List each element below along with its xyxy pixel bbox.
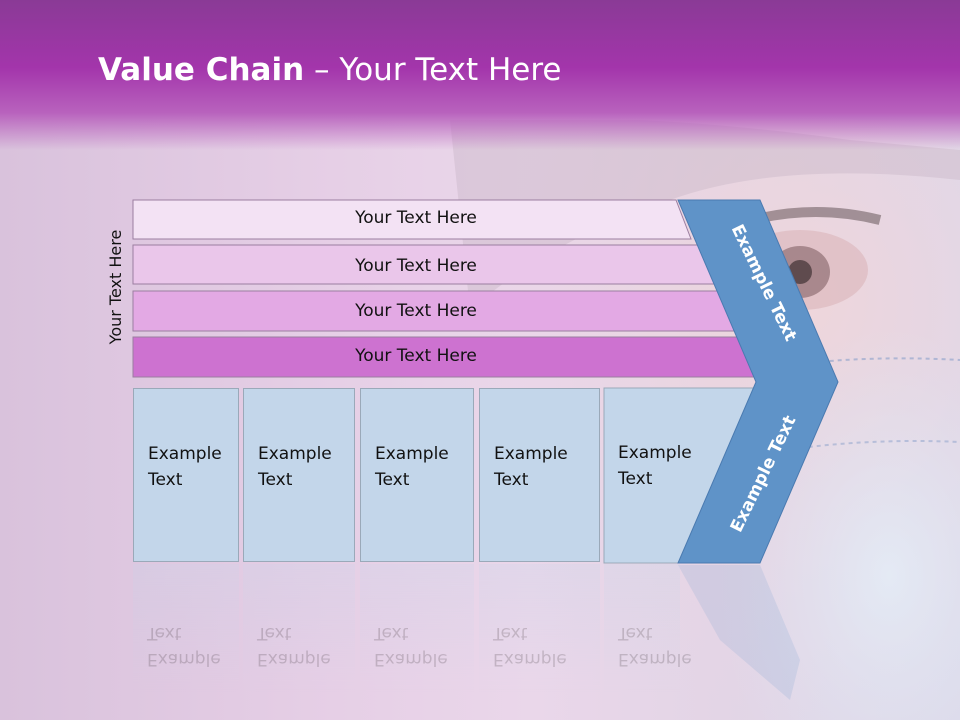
chevron-arrow xyxy=(677,199,839,564)
chevron-reflection xyxy=(678,565,800,700)
row-label-4: Your Text Here xyxy=(355,346,477,366)
title-band xyxy=(0,0,960,150)
row-label-1: Your Text Here xyxy=(355,208,477,228)
row-label-2: Your Text Here xyxy=(355,256,477,276)
page-title: Value Chain – Your Text Here xyxy=(98,52,562,88)
row-label-3: Your Text Here xyxy=(355,301,477,321)
row-band-1 xyxy=(132,199,692,240)
